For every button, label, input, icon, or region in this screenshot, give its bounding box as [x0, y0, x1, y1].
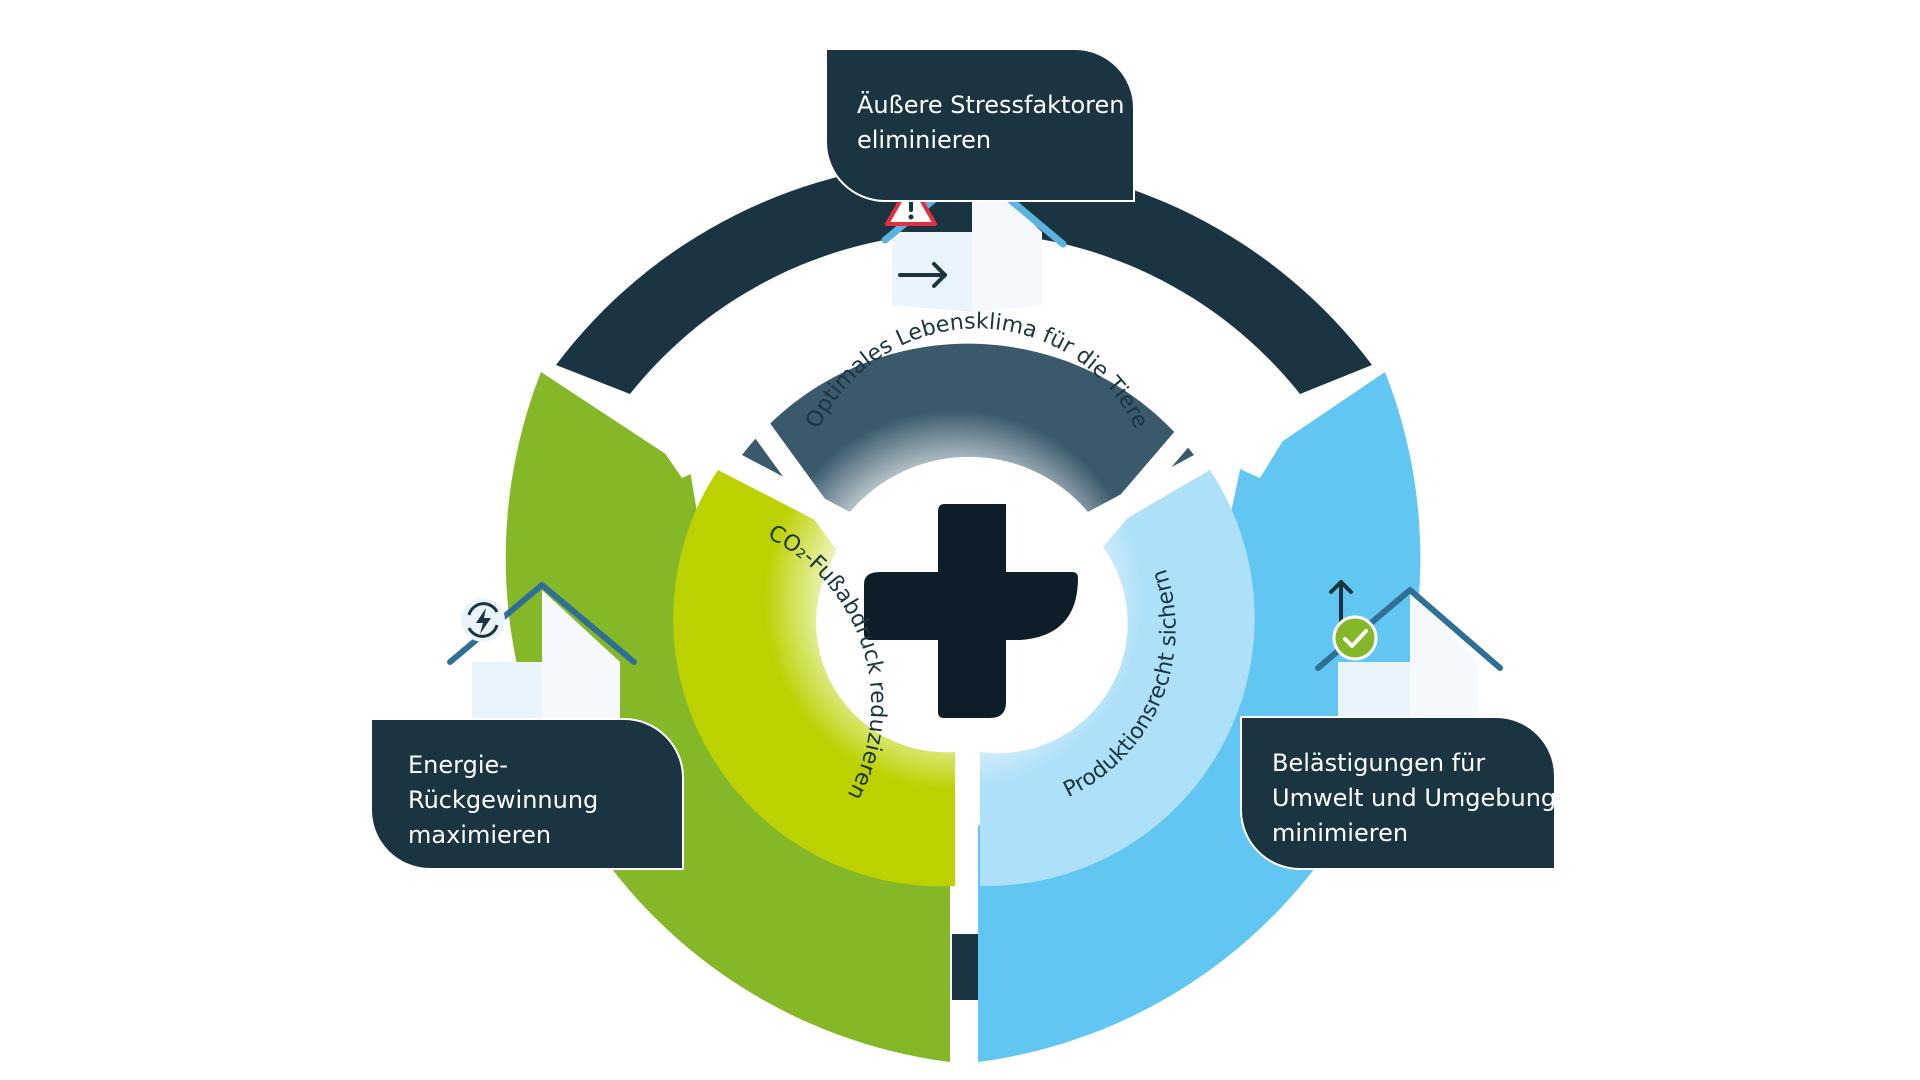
segment-top-outer	[556, 160, 1372, 394]
energy-recovery-icon	[461, 598, 505, 642]
callout-right-line-2: Umwelt und Umgebung	[1272, 784, 1557, 812]
house-left	[447, 582, 637, 736]
house-right-front	[1410, 590, 1478, 736]
callout-left-line-3: maximieren	[408, 821, 552, 849]
callout-top-line-2: eliminieren	[857, 126, 992, 154]
callout-right: Belästigungen für Umwelt und Umgebung mi…	[1240, 716, 1556, 870]
callout-top-line-1: Äußere Stressfaktoren	[857, 91, 1125, 119]
check-icon	[1332, 615, 1378, 661]
separator-bottom-dark	[952, 934, 978, 1000]
callout-top: Äußere Stressfaktoren eliminieren	[825, 48, 1135, 202]
callout-right-line-3: minimieren	[1272, 819, 1409, 847]
arrow-right-icon	[898, 262, 947, 288]
house-left-front	[542, 590, 620, 736]
callout-right-line-1: Belästigungen für	[1272, 749, 1486, 777]
callout-left-line-1: Energie-	[408, 751, 508, 779]
arrow-up-icon	[1329, 580, 1353, 627]
plus-icon	[864, 504, 1078, 718]
callout-left-line-2: Rückgewinnung	[408, 786, 599, 814]
callout-left: Energie- Rückgewinnung maximieren	[370, 718, 684, 870]
